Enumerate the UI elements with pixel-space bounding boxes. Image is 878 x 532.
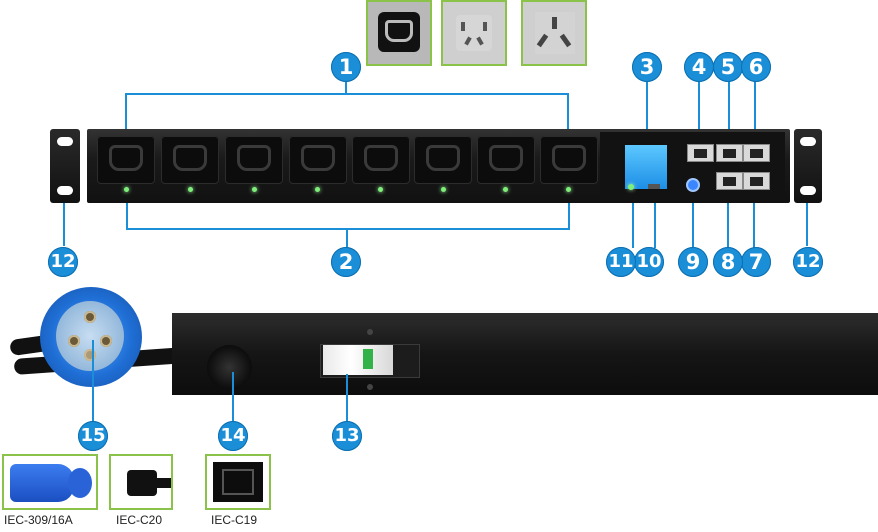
right-rack-ear bbox=[794, 129, 822, 203]
outlet-led-8 bbox=[566, 187, 571, 192]
callout-4: 4 bbox=[684, 52, 714, 82]
outlet-led-3 bbox=[252, 187, 257, 192]
universal-socket-icon bbox=[456, 15, 492, 51]
callout-8: 8 bbox=[713, 247, 743, 277]
iec309-plug-thumb bbox=[2, 454, 98, 510]
iec309-plug-icon bbox=[40, 287, 142, 387]
callout-15: 15 bbox=[78, 421, 108, 451]
ethernet-port[interactable] bbox=[687, 144, 714, 162]
caption-iec309: IEC-309/16A bbox=[4, 513, 73, 527]
callout-13: 13 bbox=[332, 421, 362, 451]
callout-7: 7 bbox=[741, 247, 771, 277]
cable-gland bbox=[207, 345, 252, 390]
outlet-led-6 bbox=[441, 187, 446, 192]
callout-12-left: 12 bbox=[48, 247, 78, 277]
iec-c20-plug-icon bbox=[109, 454, 173, 510]
outlet-8 bbox=[540, 136, 598, 184]
usb-port[interactable] bbox=[648, 184, 660, 189]
power-led bbox=[628, 184, 634, 190]
callout-12-right: 12 bbox=[793, 247, 823, 277]
outlet-6 bbox=[414, 136, 472, 184]
rj45-port-8[interactable] bbox=[716, 172, 743, 190]
reset-button[interactable] bbox=[688, 180, 698, 190]
outlet-led-7 bbox=[503, 187, 508, 192]
caption-c20: IEC-C20 bbox=[116, 513, 163, 527]
socket-type-iec-c13 bbox=[366, 0, 432, 66]
caption-c19: IEC-C19 bbox=[211, 513, 258, 527]
callout-10: 10 bbox=[634, 247, 664, 277]
callout-6: 6 bbox=[741, 52, 771, 82]
callout-3: 3 bbox=[632, 52, 662, 82]
left-rack-ear bbox=[50, 129, 80, 203]
callout-2: 2 bbox=[331, 247, 361, 277]
outlet-led-2 bbox=[188, 187, 193, 192]
outlet-3 bbox=[225, 136, 283, 184]
socket-type-chinese bbox=[521, 0, 587, 66]
rear-chassis bbox=[172, 313, 878, 395]
callout-5: 5 bbox=[713, 52, 743, 82]
iec-c13-socket-icon bbox=[378, 12, 420, 52]
rj45-port-5[interactable] bbox=[716, 144, 743, 162]
outlet-1 bbox=[97, 136, 155, 184]
outlet-led-1 bbox=[124, 187, 129, 192]
rj45-port-7[interactable] bbox=[743, 172, 770, 190]
iec-c19-socket-icon bbox=[205, 454, 271, 510]
socket-type-universal bbox=[441, 0, 507, 66]
chinese-socket-icon bbox=[535, 12, 575, 54]
outlet-7 bbox=[477, 136, 535, 184]
bracket-2 bbox=[126, 228, 570, 230]
circuit-breaker[interactable] bbox=[320, 344, 420, 378]
outlet-led-5 bbox=[378, 187, 383, 192]
lcd-display bbox=[625, 145, 667, 189]
callout-9: 9 bbox=[678, 247, 708, 277]
outlet-5 bbox=[352, 136, 410, 184]
callout-14: 14 bbox=[218, 421, 248, 451]
outlet-led-4 bbox=[315, 187, 320, 192]
outlet-4 bbox=[289, 136, 347, 184]
outlet-2 bbox=[161, 136, 219, 184]
callout-1: 1 bbox=[331, 52, 361, 82]
rj45-port-6[interactable] bbox=[743, 144, 770, 162]
bracket-1 bbox=[125, 93, 569, 95]
callout-11: 11 bbox=[606, 247, 636, 277]
